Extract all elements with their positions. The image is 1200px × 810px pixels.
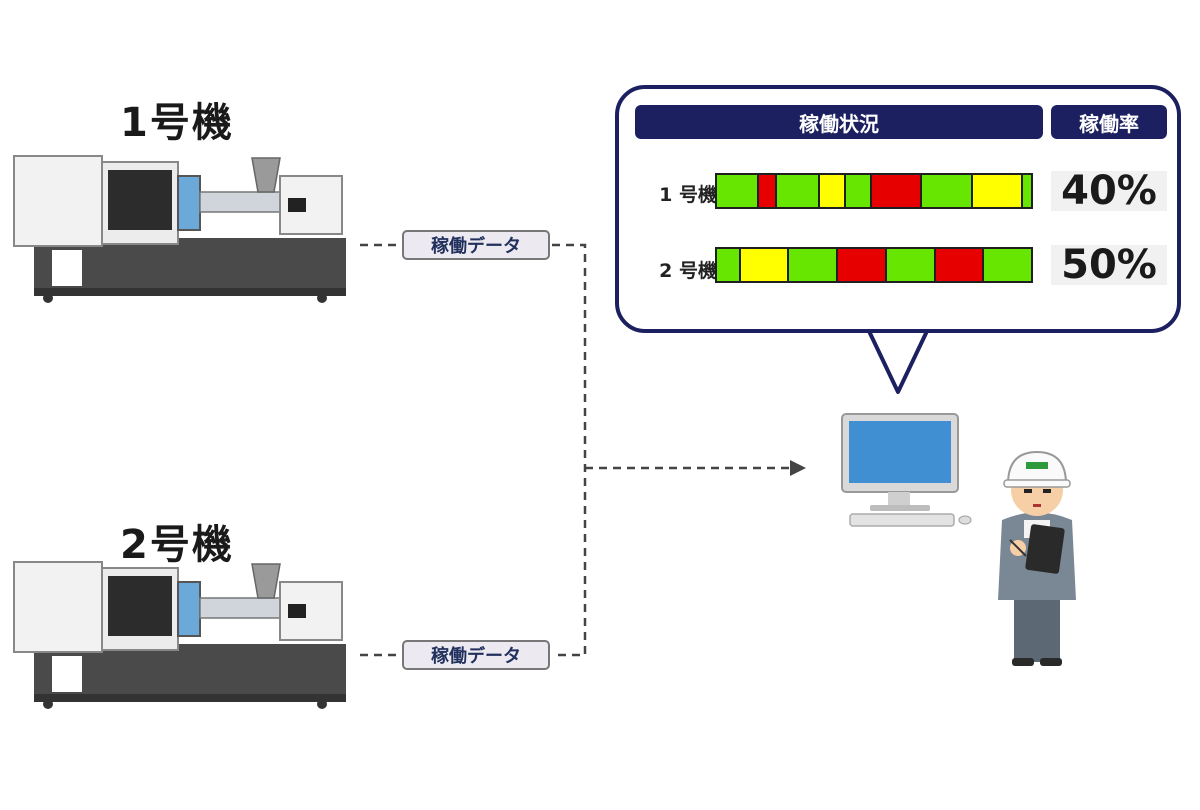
status-segment bbox=[789, 249, 837, 281]
rate-1: 40% bbox=[1051, 168, 1167, 214]
header-rate: 稼働率 bbox=[1051, 105, 1167, 139]
status-segment bbox=[845, 175, 870, 207]
status-segment bbox=[740, 249, 788, 281]
status-segment bbox=[871, 175, 921, 207]
header-status: 稼働状況 bbox=[635, 105, 1043, 139]
row-2-label: 2 号機 bbox=[659, 260, 717, 282]
row-1-label: 1 号機 bbox=[659, 184, 717, 206]
status-segment bbox=[984, 249, 1031, 281]
arrow-head-icon bbox=[790, 460, 806, 476]
rate-2: 50% bbox=[1051, 242, 1167, 288]
status-segment bbox=[1022, 175, 1031, 207]
status-bar-1 bbox=[715, 173, 1033, 209]
status-segment bbox=[886, 249, 934, 281]
status-bar-2 bbox=[715, 247, 1033, 283]
status-segment bbox=[819, 175, 844, 207]
status-segment bbox=[717, 175, 758, 207]
data-tag-1: 稼働データ bbox=[402, 230, 550, 260]
status-segment bbox=[935, 249, 983, 281]
status-segment bbox=[838, 249, 885, 281]
status-segment bbox=[922, 175, 971, 207]
status-segment bbox=[759, 175, 776, 207]
status-segment bbox=[717, 249, 739, 281]
status-segment bbox=[972, 175, 1021, 207]
status-panel: 稼働状況 稼働率 1 号機 40% 2 号機 50% bbox=[615, 85, 1181, 333]
machine-2-title: 2号機 bbox=[120, 522, 234, 568]
data-tag-2: 稼働データ bbox=[402, 640, 550, 670]
machine-1-title: 1号機 bbox=[120, 100, 234, 146]
status-segment bbox=[777, 175, 818, 207]
